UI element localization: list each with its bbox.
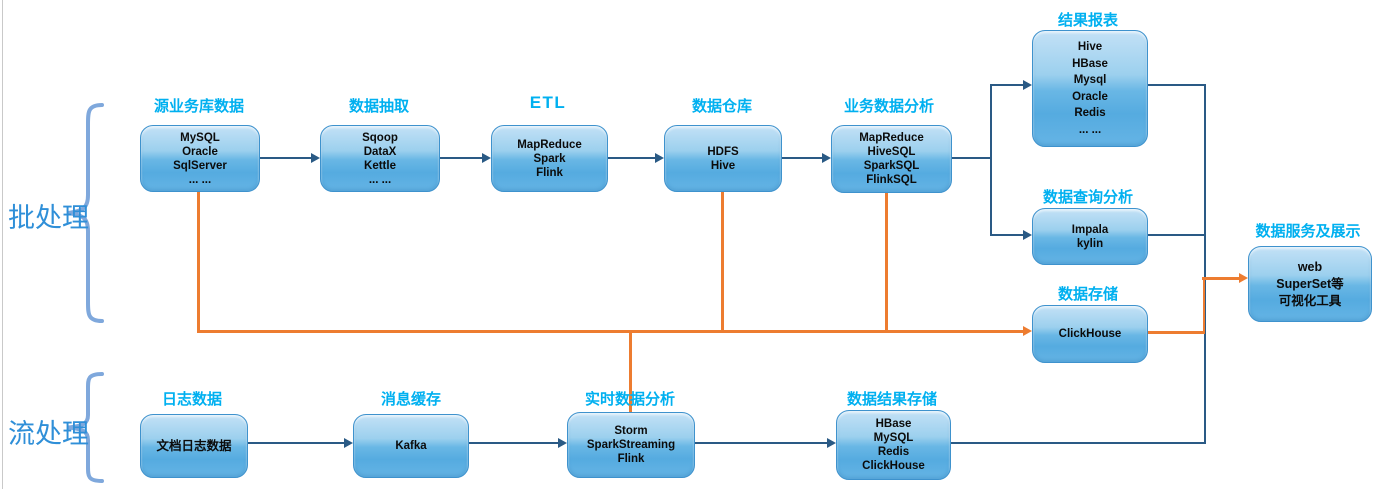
connector-branch-report <box>990 84 1025 86</box>
label-serving: 数据服务及展示 <box>1255 223 1361 240</box>
connector-branch-query <box>990 234 1025 236</box>
batch-brace <box>67 103 104 323</box>
node-cache: Kafka <box>353 414 469 478</box>
node-realtime-text: Storm SparkStreaming Flink <box>586 425 676 465</box>
label-etl: ETL <box>529 93 567 112</box>
merge-vertical <box>1204 84 1206 444</box>
connector-report-out <box>1146 84 1205 86</box>
label-query: 数据查询分析 <box>1042 189 1133 206</box>
node-analysis-text: MapReduce HiveSQL SparkSQL FlinkSQL <box>859 132 924 186</box>
label-source: 源业务库数据 <box>153 98 244 115</box>
node-warehouse-text: HDFS Hive <box>707 145 739 172</box>
node-etl: MapReduce Spark Flink <box>491 125 608 192</box>
node-extract: Sqoop DataX Kettle ... ... <box>320 125 440 192</box>
orange-bus-to-clickhouse <box>197 330 1024 333</box>
branch-vertical <box>990 84 992 236</box>
orange-riser <box>1202 277 1205 333</box>
arrow-into-warehouse <box>655 153 664 163</box>
arrow-into-cache <box>344 438 353 448</box>
connector-etl-warehouse <box>606 157 657 159</box>
label-analysis: 业务数据分析 <box>843 98 934 115</box>
arrow-into-realtime <box>558 438 567 448</box>
node-cache-text: Kafka <box>395 440 427 452</box>
arrow-into-clickhouse <box>1023 326 1032 336</box>
node-etl-text: MapReduce Spark Flink <box>517 138 582 179</box>
stream-brace <box>67 372 104 483</box>
label-log: 日志数据 <box>161 391 222 408</box>
orange-drop-warehouse <box>721 190 724 332</box>
connector-cache-realtime <box>467 442 560 444</box>
node-serving: web SuperSet等 可视化工具 <box>1248 246 1372 322</box>
connector-warehouse-analysis <box>780 157 824 159</box>
connector-source-extract <box>258 157 313 159</box>
arrow-into-report <box>1023 80 1032 90</box>
node-query: Impala kylin <box>1032 208 1148 265</box>
connector-analysis-branch <box>950 157 992 159</box>
page-left-border <box>2 0 3 489</box>
node-source: MySQL Oracle SqlServer ... ... <box>140 125 260 192</box>
label-realtime: 实时数据分析 <box>584 391 675 408</box>
label-warehouse: 数据仓库 <box>691 98 752 115</box>
connector-result-store-out <box>949 442 1206 444</box>
node-result-store-text: HBase MySQL Redis ClickHouse <box>862 418 925 472</box>
connector-realtime-result-store <box>693 442 829 444</box>
orange-clickhouse-out <box>1146 331 1205 334</box>
arrow-into-etl <box>482 153 491 163</box>
arrow-into-query <box>1023 230 1032 240</box>
label-storage: 数据存储 <box>1057 286 1118 303</box>
batch-group-label: 批处理 <box>8 203 89 233</box>
node-report-text: Hive HBase Mysql Oracle Redis ... ... <box>1072 41 1108 136</box>
node-analysis: MapReduce HiveSQL SparkSQL FlinkSQL <box>831 125 952 193</box>
connector-query-out <box>1146 234 1205 236</box>
label-cache: 消息缓存 <box>380 391 441 408</box>
node-report: Hive HBase Mysql Oracle Redis ... ... <box>1032 30 1148 147</box>
label-report: 结果报表 <box>1057 12 1118 29</box>
node-serving-text: web SuperSet等 可视化工具 <box>1276 259 1344 308</box>
connector-extract-etl <box>438 157 484 159</box>
orange-drop-source <box>197 190 200 332</box>
node-storage-text: ClickHouse <box>1058 328 1122 340</box>
node-log-text: 文档日志数据 <box>156 438 232 453</box>
node-extract-text: Sqoop DataX Kettle ... ... <box>362 131 398 186</box>
label-result-store: 数据结果存储 <box>846 391 937 408</box>
node-warehouse: HDFS Hive <box>664 125 782 192</box>
orange-into-serving <box>1202 277 1240 280</box>
node-result-store: HBase MySQL Redis ClickHouse <box>836 410 951 480</box>
arrow-into-serving <box>1239 273 1248 283</box>
node-log: 文档日志数据 <box>140 414 248 478</box>
arrow-into-extract <box>311 153 320 163</box>
node-realtime: Storm SparkStreaming Flink <box>567 412 695 478</box>
node-storage: ClickHouse <box>1032 305 1148 363</box>
node-source-text: MySQL Oracle SqlServer ... ... <box>173 131 227 186</box>
orange-drop-analysis <box>885 190 888 332</box>
orange-drop-realtime <box>629 331 632 412</box>
arrow-into-result-store <box>827 438 836 448</box>
connector-log-cache <box>246 442 346 444</box>
arrow-into-analysis <box>822 153 831 163</box>
stream-group-label: 流处理 <box>8 419 89 449</box>
label-extract: 数据抽取 <box>348 98 409 115</box>
node-query-text: Impala kylin <box>1071 223 1109 250</box>
